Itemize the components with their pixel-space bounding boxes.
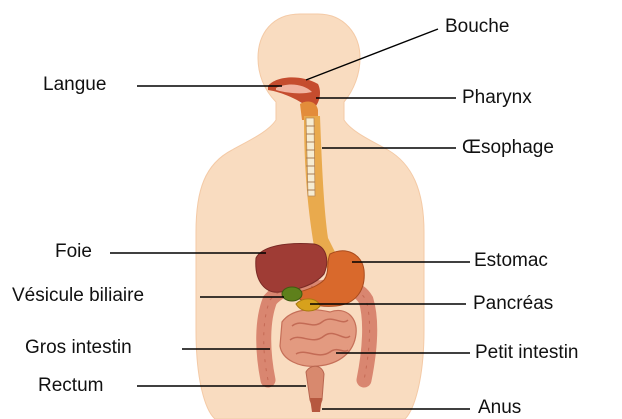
label-rectum: Rectum xyxy=(38,375,103,397)
label-vesicule-biliaire: Vésicule biliaire xyxy=(12,285,144,307)
label-langue: Langue xyxy=(43,74,106,96)
label-estomac: Estomac xyxy=(474,250,548,272)
gallbladder xyxy=(282,287,302,301)
label-pharynx: Pharynx xyxy=(462,87,532,109)
label-bouche: Bouche xyxy=(445,16,509,38)
label-petit-intestin: Petit intestin xyxy=(475,342,579,364)
label-oesophage: Œsophage xyxy=(462,137,554,159)
label-gros-intestin: Gros intestin xyxy=(25,337,132,359)
label-foie: Foie xyxy=(55,241,92,263)
label-anus: Anus xyxy=(478,397,521,419)
label-pancreas: Pancréas xyxy=(473,293,553,315)
